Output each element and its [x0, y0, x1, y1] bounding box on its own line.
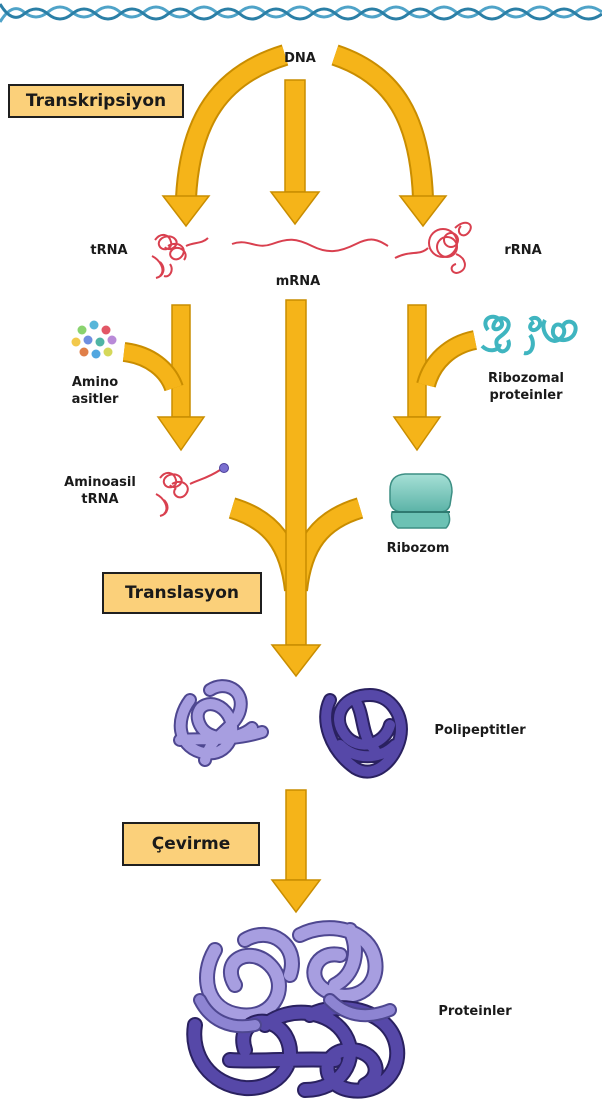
label-dna: DNA — [284, 51, 316, 66]
arrow-rrna-to-ribosome — [392, 304, 478, 452]
label-aminoacyl-trna: Aminoasil tRNA — [52, 474, 148, 508]
protein-complex — [186, 920, 406, 1099]
arrow-dna-to-mrna — [269, 79, 321, 226]
label-amino-acids: Amino asitler — [60, 374, 130, 408]
rrna-molecule — [394, 221, 472, 274]
label-ribosomal-proteins-line2: proteinler — [489, 388, 563, 403]
label-ribosome: Ribozom — [386, 541, 450, 556]
label-aminoacyl-trna-line2: tRNA — [81, 492, 119, 507]
polypeptide-light — [173, 679, 269, 767]
amino-acids-icon — [71, 320, 117, 359]
stage-folding: Çevirme — [122, 822, 260, 866]
stage-transcription: Transkripsiyon — [8, 84, 184, 118]
label-amino-acids-line2: asitler — [71, 392, 119, 407]
label-amino-acids-line1: Amino — [71, 375, 119, 390]
polypeptide-dark — [319, 687, 408, 779]
label-rrna: rRNA — [504, 243, 542, 258]
ribosome-icon — [389, 473, 453, 529]
arrow-dna-to-trna — [161, 44, 289, 228]
trna-molecule — [151, 234, 209, 279]
dna-helix — [0, 3, 602, 23]
aminoacyl-trna-molecule — [155, 463, 229, 517]
stage-translation: Translasyon — [102, 572, 262, 614]
label-mrna: mRNA — [275, 274, 321, 289]
mrna-strand — [231, 238, 389, 252]
label-proteins: Proteinler — [438, 1004, 512, 1019]
label-ribosomal-proteins: Ribozomal proteinler — [476, 370, 576, 404]
label-polypeptides: Polipeptitler — [434, 723, 526, 738]
label-trna: tRNA — [90, 243, 128, 258]
label-aminoacyl-trna-line1: Aminoasil — [64, 475, 136, 490]
arrow-to-translation — [228, 299, 364, 678]
label-ribosomal-proteins-line1: Ribozomal — [488, 371, 564, 386]
arrow-dna-to-rrna — [331, 44, 448, 228]
arrow-trna-to-aminoacyl-trna — [122, 304, 206, 452]
arrow-to-proteins — [270, 789, 322, 914]
ribosomal-proteins-icon — [480, 314, 578, 356]
